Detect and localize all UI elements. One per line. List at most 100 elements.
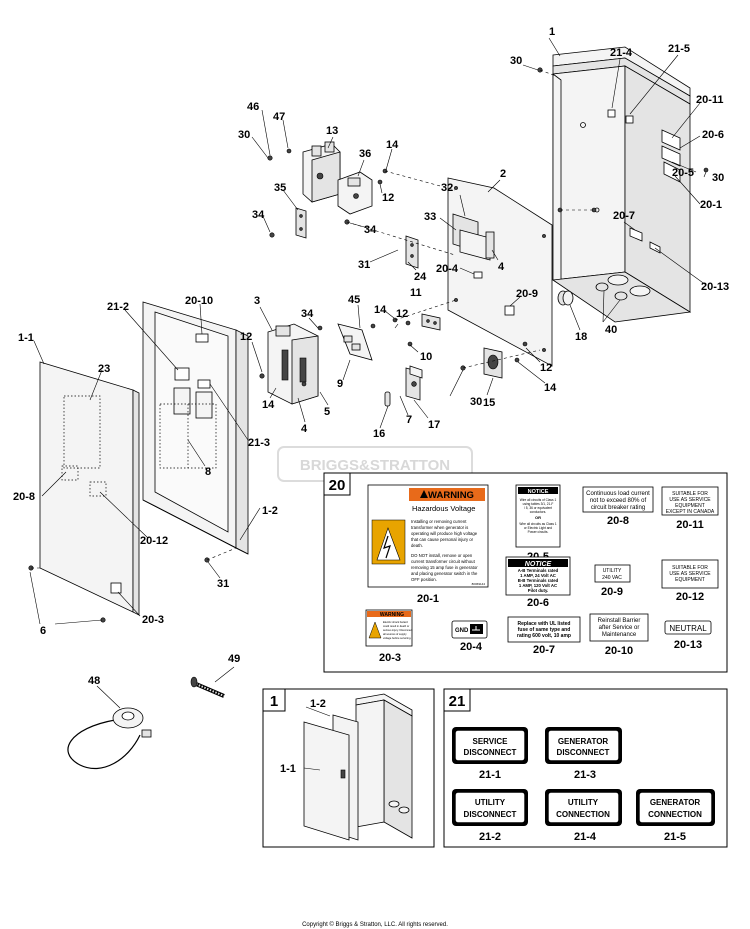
callout-11: 11 [410, 287, 422, 299]
notice-terminals-header: NOTICE [525, 561, 552, 568]
callout-20-4: 20-4 [436, 263, 459, 275]
notice-small-line-5: OR [535, 515, 541, 520]
warning-small-line-2: could result in death or [383, 624, 409, 628]
tag-21-5-caption: 21-5 [664, 831, 686, 843]
callout-9: 9 [337, 378, 343, 390]
warning-line-4: that can cause personal injury or [411, 537, 474, 542]
callout-1-1: 1-1 [18, 332, 34, 344]
label-20-3: WARNING Electric shock hazard could resu… [365, 609, 413, 664]
warning-line-7: current transformer circuit without [411, 559, 476, 564]
label-20-12: SUITABLE FOR USE AS SERVICE EQUIPMENT 20… [661, 559, 719, 603]
panel-1: 1 1-2 1-1 [262, 688, 435, 848]
callout-10: 10 [420, 351, 432, 363]
label-20-8-caption: 20-8 [607, 515, 629, 527]
label-20-12-spot [89, 481, 107, 497]
fuse-16[interactable] [384, 391, 391, 407]
callout-21-5: 21-5 [668, 43, 690, 55]
tag-21-4-line-1: UTILITY [568, 798, 599, 807]
callout-21-3: 21-3 [248, 437, 270, 449]
label-20-6: NOTICE A-B Terminals rated 1 AMP, 24 Vol… [505, 556, 571, 609]
label-20-10: Reinstall Barrier after Service or Maint… [589, 613, 649, 657]
current-transformer-48[interactable] [67, 707, 152, 770]
notice-terminals-line-5: Pilot duty. [528, 588, 548, 593]
callout-14: 14 [262, 399, 275, 411]
circuit-board-45[interactable] [337, 323, 373, 361]
callout-20-9: 20-9 [516, 288, 538, 300]
callout-20-3: 20-3 [142, 614, 164, 626]
callout-35: 35 [274, 182, 286, 194]
warning-small-line-4: all sources of supply [383, 632, 407, 636]
callouts: 1 30 21-4 21-5 20-11 20-6 20-5 30 20-1 2… [13, 26, 729, 687]
contactor-13[interactable] [302, 141, 341, 203]
tag-21-1-line-1: SERVICE [473, 737, 509, 746]
door-1-2[interactable] [142, 301, 249, 555]
notice-small-header: NOTICE [528, 489, 549, 495]
label-20-1: WARNING Hazardous Voltage Installing or … [367, 484, 489, 605]
tag-21-4: UTILITY CONNECTION 21-4 [545, 789, 622, 843]
panel-20: 20 WARNING Hazardous Voltage Installing … [323, 472, 728, 673]
warning-part-number: 80069144 [472, 582, 486, 586]
callout-20-6: 20-6 [702, 129, 724, 141]
dotted-area-23 [63, 395, 101, 469]
transfer-switch-3[interactable] [267, 323, 319, 405]
terminal-block-24[interactable] [405, 235, 419, 269]
callout-49: 49 [228, 653, 240, 665]
bracket-32[interactable] [452, 213, 495, 261]
callout-14: 14 [544, 382, 557, 394]
label-20-9: UTILITY 240 VAC 20-9 [594, 564, 631, 598]
label-20-4-caption: 20-4 [460, 641, 483, 653]
label-20-4: GND 20-4 [451, 620, 488, 653]
label-20-9-spot [504, 305, 515, 316]
suitable2-line-3: EQUIPMENT [675, 577, 705, 583]
notice-small-line-1: Wire all circuits of Class 1 [520, 498, 557, 502]
tag-21-2-line-2: DISCONNECT [464, 810, 517, 819]
warning-subtitle: Hazardous Voltage [412, 504, 475, 513]
callout-34: 34 [364, 224, 377, 236]
connector-18[interactable] [557, 290, 574, 306]
callout-30: 30 [238, 129, 250, 141]
suitable2-line-2: USE AS SERVICE [669, 571, 711, 577]
warning-line-5: death. [411, 543, 423, 548]
label-20-13: NEUTRAL 20-13 [664, 620, 712, 651]
tag-21-3-caption: 21-3 [574, 769, 596, 781]
label-20-9-caption: 20-9 [601, 586, 623, 598]
current-transformer-15[interactable] [483, 347, 503, 379]
tag-21-3: GENERATOR DISCONNECT 21-3 [545, 727, 622, 781]
fuse-holder-17[interactable] [405, 365, 423, 401]
callout-12: 12 [240, 331, 252, 343]
callout-36: 36 [359, 148, 371, 160]
tag-21-3-line-2: DISCONNECT [557, 748, 610, 757]
bolt-49[interactable] [190, 676, 225, 698]
enclosure-box[interactable] [551, 46, 692, 323]
bracket-35[interactable] [295, 207, 307, 239]
callout-31: 31 [358, 259, 370, 271]
tag-21-5-line-2: CONNECTION [648, 810, 702, 819]
callout-24: 24 [414, 271, 427, 283]
label-20-4-spot [473, 271, 483, 279]
suitable1-line-4: EXCEPT IN CANADA [666, 509, 715, 515]
label-20-13-caption: 20-13 [674, 639, 702, 651]
label-20-12-caption: 20-12 [676, 591, 704, 603]
tag-21-5-line-1: GENERATOR [650, 798, 701, 807]
warning-line-10: OFF position. [411, 577, 437, 582]
notice-small-line-6: Wire all circuits as Class 1 [519, 522, 556, 526]
tag-21-2-line-1: UTILITY [475, 798, 506, 807]
tag-21-3-line-1: GENERATOR [558, 737, 609, 746]
replace-line-2: fuse of same type and [518, 627, 571, 633]
label-21-4-spot [607, 109, 616, 118]
tag-21-1-line-2: DISCONNECT [464, 748, 517, 757]
panel-21: 21 SERVICE DISCONNECT 21-1 GENERATOR DIS… [443, 688, 728, 848]
utility240-line-1: UTILITY [603, 568, 622, 574]
watermark-text: BRIGGS&STRATTON [300, 457, 450, 474]
gnd-text: GND [455, 628, 469, 634]
terminal-11[interactable] [421, 313, 441, 331]
label-20-10-spot [195, 333, 209, 343]
grommet-40a[interactable] [595, 282, 609, 292]
relay-36[interactable] [337, 171, 373, 215]
cover-1-1[interactable] [39, 361, 140, 616]
callout-7: 7 [406, 414, 412, 426]
grommet-40b[interactable] [614, 291, 628, 301]
callout-4: 4 [498, 261, 505, 273]
tag-21-1-caption: 21-1 [479, 769, 501, 781]
